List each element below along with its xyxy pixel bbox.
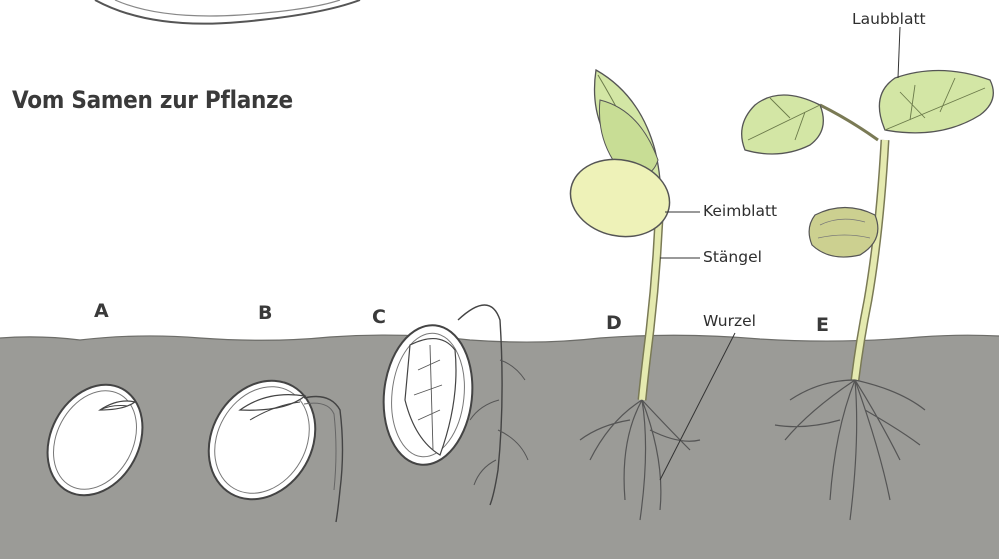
stage-label-e: E	[816, 314, 829, 336]
previous-figure-arc	[95, 0, 360, 24]
label-wurzel: Wurzel	[703, 312, 756, 330]
label-keimblatt: Keimblatt	[703, 202, 777, 220]
stage-label-c: C	[372, 306, 386, 328]
stage-label-a: A	[94, 300, 109, 322]
stage-label-b: B	[258, 302, 272, 324]
label-laubblatt: Laubblatt	[852, 10, 926, 28]
diagram-title: Vom Samen zur Pflanze	[12, 86, 293, 114]
stage-label-d: D	[606, 312, 622, 334]
label-staengel: Stängel	[703, 248, 762, 266]
